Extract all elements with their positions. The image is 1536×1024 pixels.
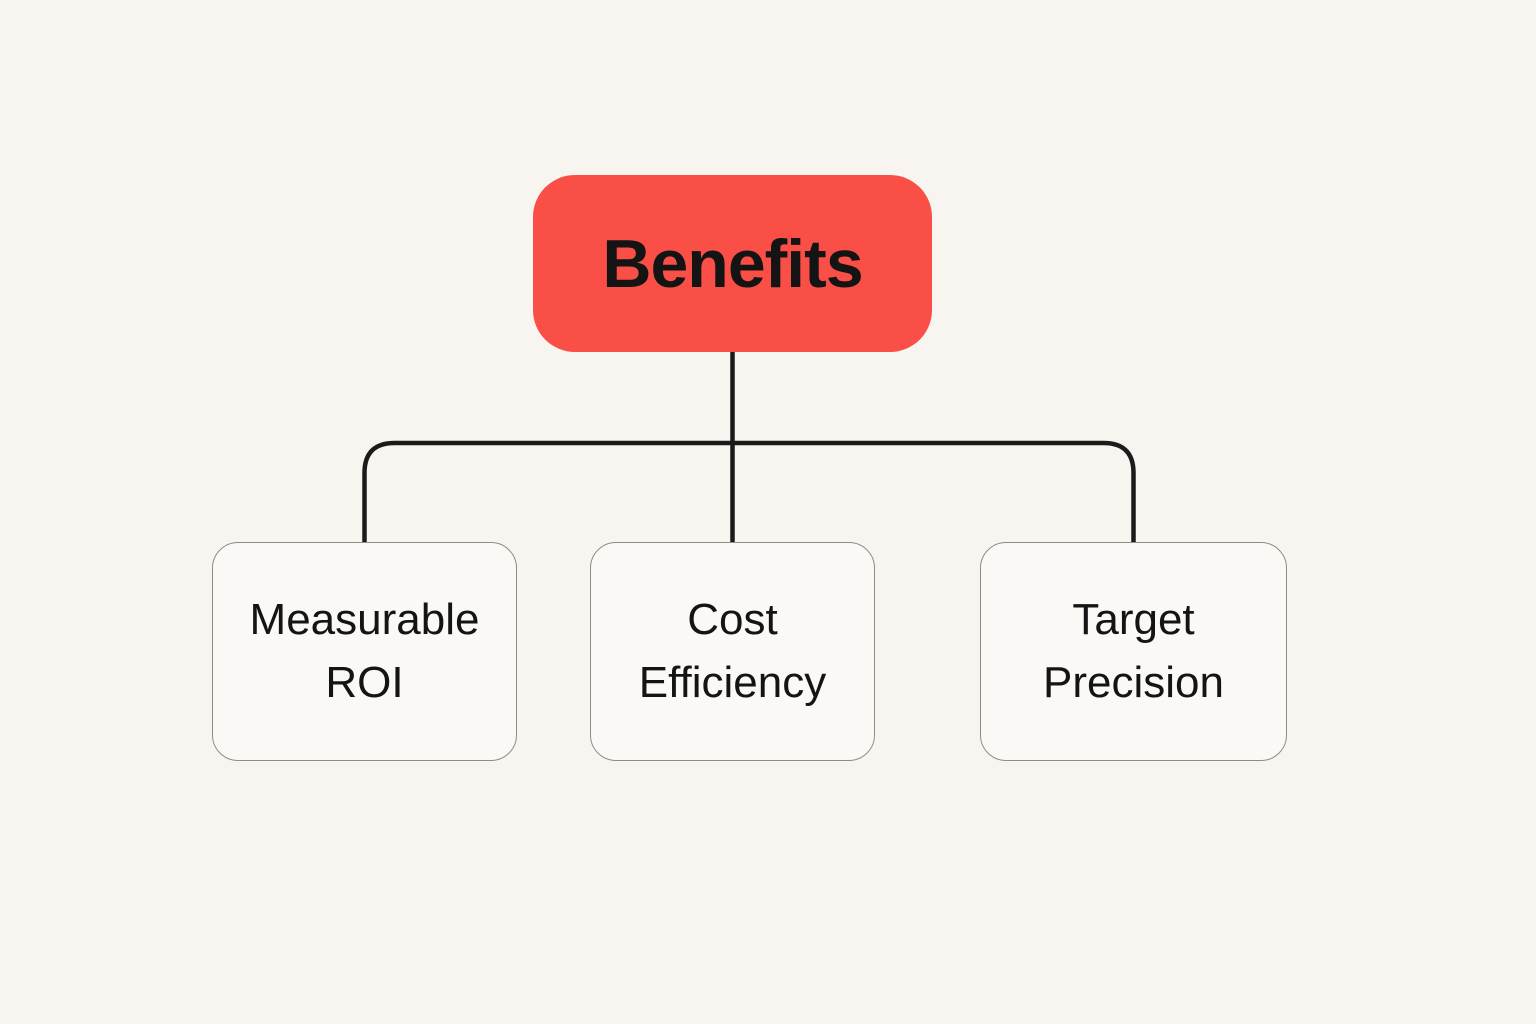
- node-cost-efficiency: Cost Efficiency: [590, 542, 875, 761]
- connector-branch-rail: [362, 440, 1136, 542]
- node-benefits: Benefits: [533, 175, 932, 352]
- node-cost-efficiency-label: Cost Efficiency: [638, 595, 827, 707]
- node-benefits-label: Benefits: [602, 225, 863, 302]
- node-measurable-roi-label: Measurable ROI: [249, 595, 480, 707]
- node-measurable-roi: Measurable ROI: [212, 542, 517, 761]
- node-target-precision: Target Precision: [980, 542, 1287, 761]
- node-target-precision-label: Target Precision: [1043, 595, 1224, 707]
